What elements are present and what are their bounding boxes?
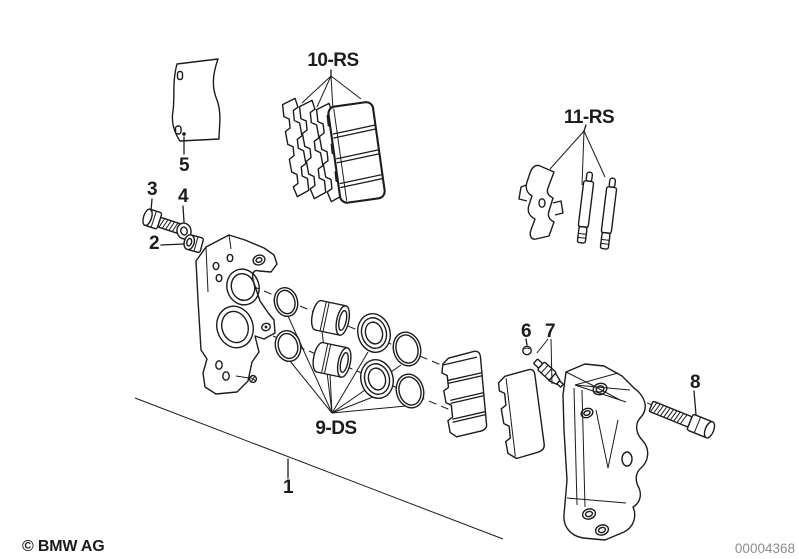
image-number-text: 00004368 xyxy=(735,541,795,556)
callout-10rs: 10-RS xyxy=(307,50,358,71)
baseline-part1 xyxy=(134,397,504,540)
callout-8: 8 xyxy=(690,372,700,393)
callout-5: 5 xyxy=(179,155,190,176)
callout-4: 4 xyxy=(178,186,189,207)
retainer-kit-11rs xyxy=(518,164,618,250)
nut-part2 xyxy=(183,234,204,254)
bolt-part3 xyxy=(142,208,182,234)
bleeder-valve-part7 xyxy=(533,358,564,388)
caliper-outer-half xyxy=(562,363,649,541)
bleeder-cap-part6 xyxy=(522,345,532,356)
callout-1: 1 xyxy=(283,477,294,498)
callout-9ds: 9-DS xyxy=(315,418,356,439)
caliper-inner-half xyxy=(195,234,278,395)
anti-rattle-clip xyxy=(518,164,564,240)
callout-6: 6 xyxy=(521,321,531,342)
fan-lines-10rs xyxy=(301,69,362,111)
callout-11rs: 11-RS xyxy=(564,107,614,128)
circlips-group xyxy=(392,331,425,409)
fan-lines-11rs xyxy=(549,124,606,186)
bolt-part8 xyxy=(648,400,716,439)
callout-3: 3 xyxy=(147,179,157,200)
brake-pad-grooved xyxy=(441,350,488,438)
copyright-text: © BMW AG xyxy=(22,538,104,555)
piston-seals-group xyxy=(273,286,302,363)
pistons-group xyxy=(310,299,352,378)
retaining-pin-1 xyxy=(576,171,595,244)
retaining-pin-2 xyxy=(599,177,618,250)
brake-pad-plate xyxy=(497,368,545,460)
shim-plate-part5 xyxy=(171,58,221,155)
callout-2: 2 xyxy=(149,233,159,254)
callout-7: 7 xyxy=(545,321,555,342)
brake-pad-set-10rs xyxy=(281,97,386,204)
dust-boots-group xyxy=(357,313,394,399)
